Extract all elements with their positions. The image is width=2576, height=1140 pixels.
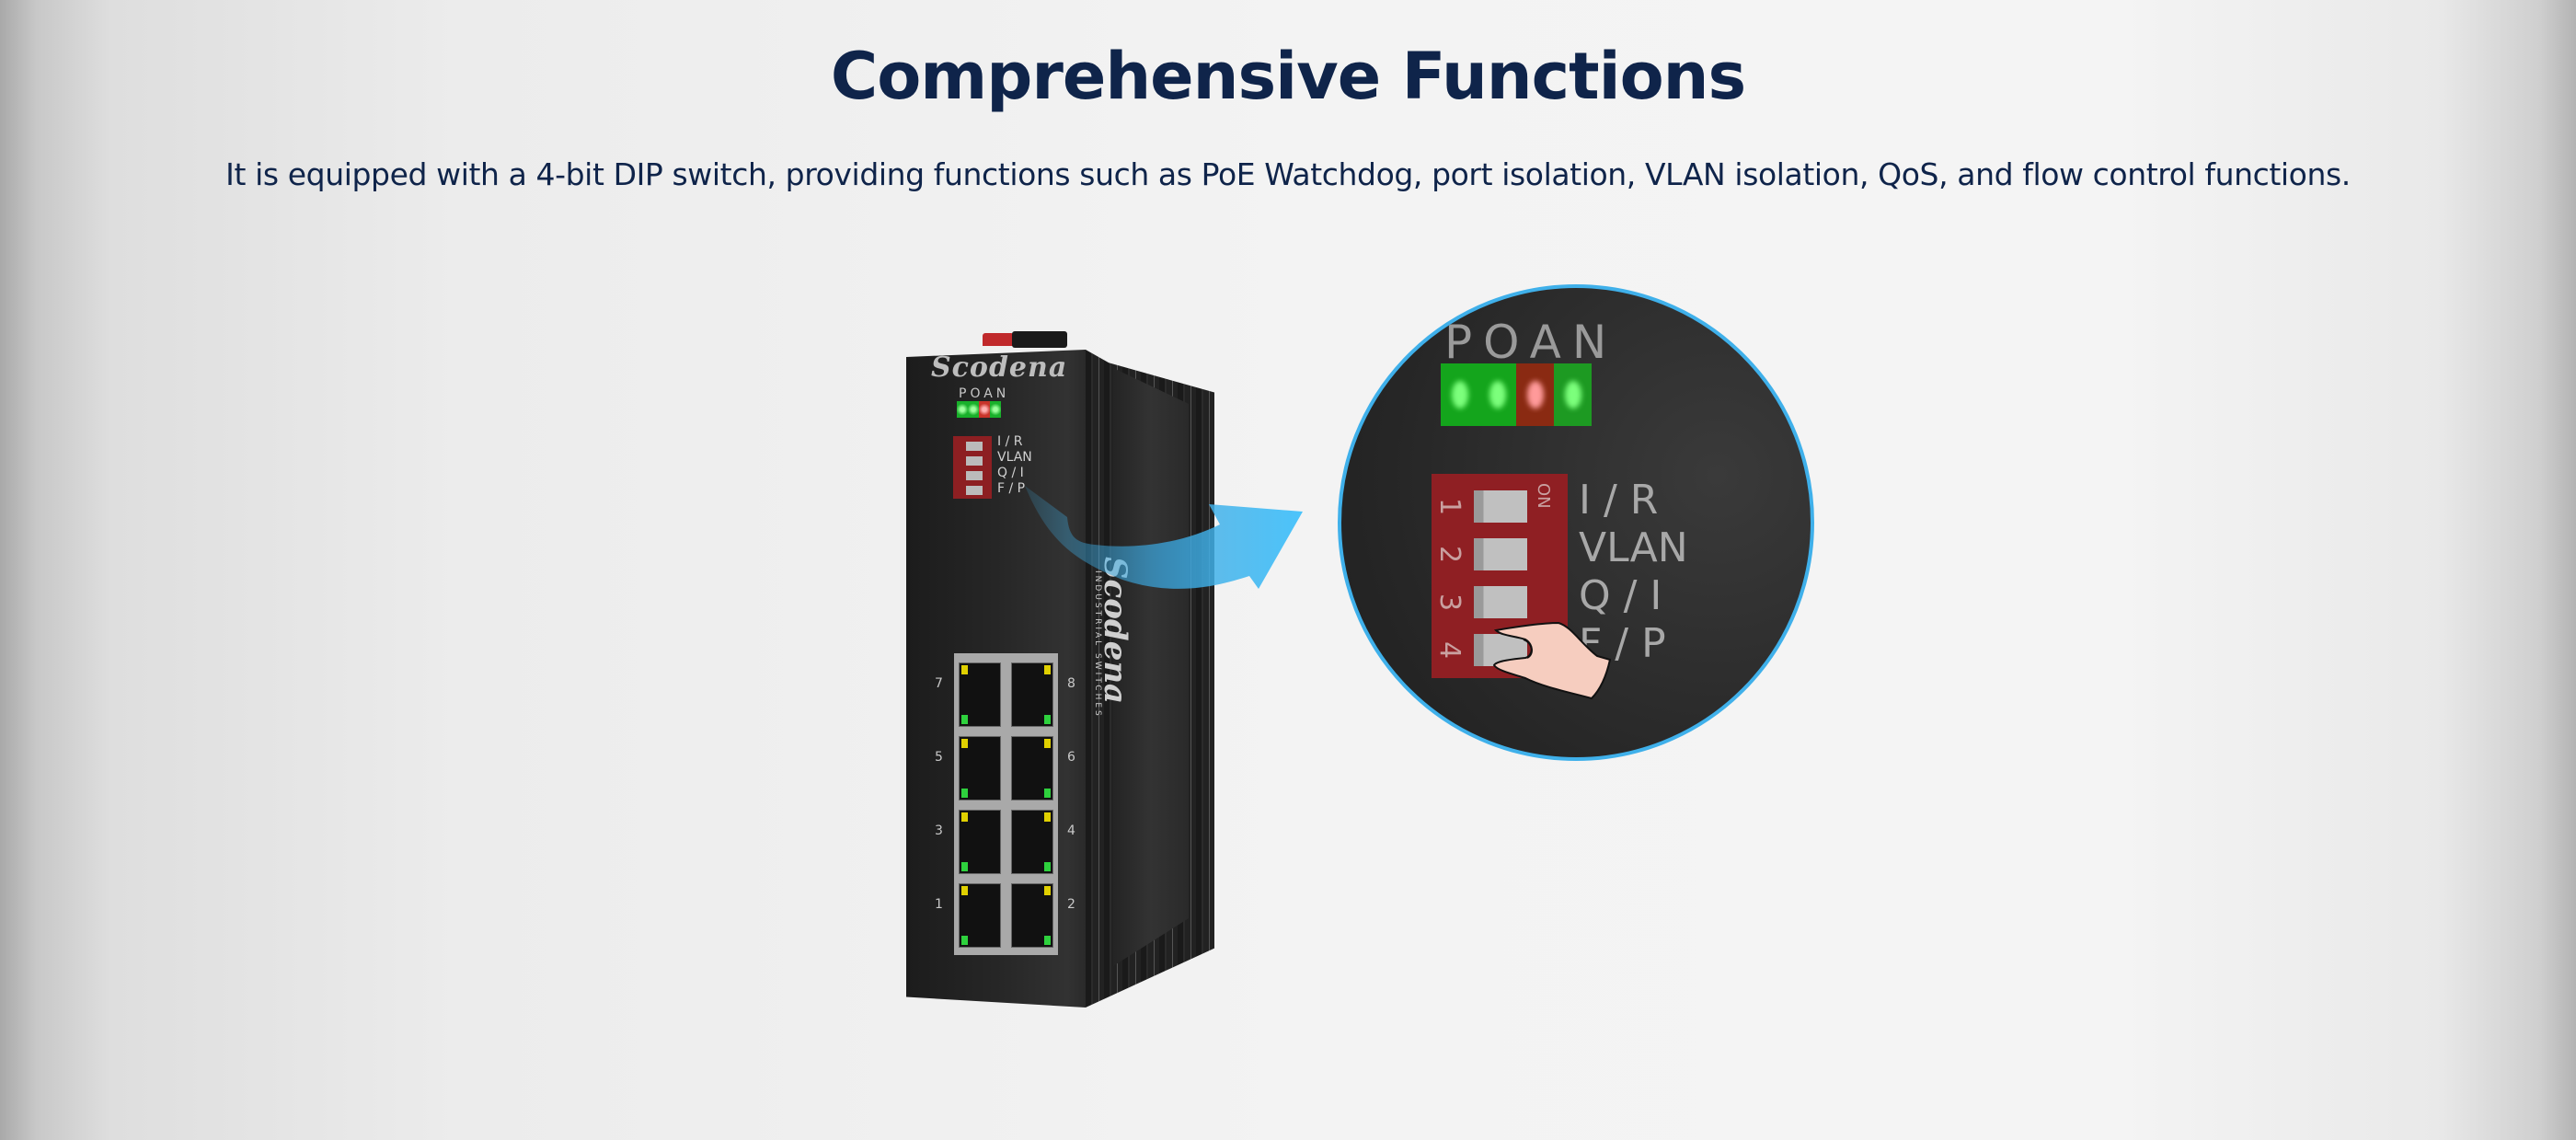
dip-number: 3 xyxy=(1433,593,1466,612)
port-number: 4 xyxy=(1067,823,1075,838)
port-led-icon xyxy=(961,812,968,822)
port-led-icon xyxy=(961,665,968,674)
zoom-led-p xyxy=(1441,363,1478,426)
port-number: 8 xyxy=(1067,676,1075,691)
port-number: 6 xyxy=(1067,750,1075,765)
port-led-icon xyxy=(961,789,968,798)
dip-label: VLAN xyxy=(997,450,1032,465)
dip-label: Q / I xyxy=(1579,572,1662,619)
port-led-icon xyxy=(961,936,968,945)
dip-labels: I / R VLAN Q / I F / P xyxy=(997,434,1032,497)
rj45-port xyxy=(1011,662,1053,727)
port-led-icon xyxy=(1044,789,1051,798)
dip-label: F / P xyxy=(997,481,1026,496)
dip-number: 2 xyxy=(1433,545,1466,564)
dip-key-3 xyxy=(966,471,983,480)
led-n xyxy=(990,401,1001,418)
rj45-port xyxy=(959,736,1001,800)
port-led-icon xyxy=(1044,739,1051,748)
port-led-icon xyxy=(1044,936,1051,945)
zoom-dip-labels: I / R VLAN Q / I F / P xyxy=(1579,477,1688,668)
port-led-icon xyxy=(1044,886,1051,895)
pointing-hand-icon xyxy=(1492,621,1612,700)
terminal-connector xyxy=(983,333,1014,346)
zoom-status-leds xyxy=(1441,363,1592,426)
dip-label: VLAN xyxy=(1579,524,1688,571)
switch-product-image: Scodena INDUSTRIAL SWITCHES Scodena POAN… xyxy=(883,322,1270,1021)
zoom-led-n xyxy=(1554,363,1592,426)
port-number: 5 xyxy=(935,750,943,765)
dip-key-2 xyxy=(966,456,983,466)
rj45-port xyxy=(959,883,1001,948)
zoom-led-labels: POAN xyxy=(1444,316,1618,369)
led-labels: POAN xyxy=(959,386,1010,401)
led-o xyxy=(968,401,979,418)
rj45-port xyxy=(959,810,1001,874)
zoom-led-o xyxy=(1478,363,1516,426)
dip-number: 1 xyxy=(1433,497,1466,516)
dip-label: Q / I xyxy=(997,466,1024,480)
page-subtitle: It is equipped with a 4-bit DIP switch, … xyxy=(225,156,2351,192)
port-led-icon xyxy=(961,886,968,895)
led-p xyxy=(957,401,968,418)
port-number: 1 xyxy=(935,897,943,912)
ethernet-port-block xyxy=(954,653,1058,955)
dip-key-4 xyxy=(966,486,983,495)
rj45-port xyxy=(1011,736,1053,800)
port-number: 2 xyxy=(1067,897,1075,912)
port-led-icon xyxy=(961,715,968,724)
dip-key-2 xyxy=(1474,538,1527,570)
dip-label: I / R xyxy=(997,434,1023,449)
din-rail-clip xyxy=(1012,331,1067,348)
arrow-shape xyxy=(1025,486,1303,589)
device-side-panel xyxy=(1113,368,1189,966)
curved-arrow-icon xyxy=(1025,486,1303,589)
rj45-port xyxy=(1011,810,1053,874)
port-led-icon xyxy=(961,862,968,871)
port-led-icon xyxy=(1044,665,1051,674)
port-number: 7 xyxy=(935,676,943,691)
dip-key-1 xyxy=(966,442,983,451)
status-leds xyxy=(957,401,1001,418)
brand-logo: Scodena xyxy=(931,351,1068,384)
led-a xyxy=(979,401,990,418)
rj45-port xyxy=(959,662,1001,727)
dip-key-3 xyxy=(1474,586,1527,618)
rj45-port xyxy=(1011,883,1053,948)
dip-key-1 xyxy=(1474,490,1527,523)
page-title: Comprehensive Functions xyxy=(830,39,1746,114)
dip-switch-zoom-view: POAN 1 2 3 4 ON I / R VLAN Q / I F / P xyxy=(1338,284,1814,761)
port-number: 3 xyxy=(935,823,943,838)
dip-on-label: ON xyxy=(1534,483,1553,509)
zoom-led-a xyxy=(1516,363,1554,426)
port-led-icon xyxy=(1044,862,1051,871)
dip-switch xyxy=(953,436,992,499)
dip-number: 4 xyxy=(1433,640,1466,660)
port-led-icon xyxy=(1044,812,1051,822)
dip-label: I / R xyxy=(1579,477,1659,524)
port-led-icon xyxy=(1044,715,1051,724)
port-led-icon xyxy=(961,739,968,748)
